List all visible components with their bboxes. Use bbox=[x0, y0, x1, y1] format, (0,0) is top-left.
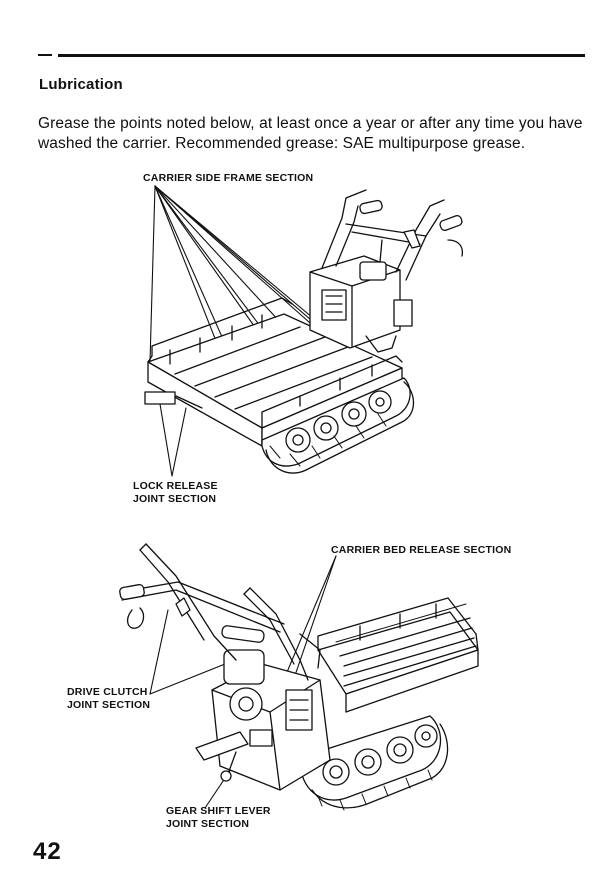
label-gear-shift: GEAR SHIFT LEVER JOINT SECTION bbox=[166, 805, 271, 830]
page-number: 42 bbox=[33, 838, 62, 865]
track-assembly-top bbox=[261, 377, 415, 474]
label-carrier-bed-release: CARRIER BED RELEASE SECTION bbox=[331, 544, 512, 556]
label-lock-release-line1: LOCK RELEASE bbox=[133, 480, 218, 492]
intro-paragraph: Grease the points noted below, at least … bbox=[38, 115, 583, 152]
label-drive-clutch-line2: JOINT SECTION bbox=[67, 698, 151, 711]
engine-bottom bbox=[195, 649, 331, 791]
label-lock-release: LOCK RELEASE JOINT SECTION bbox=[133, 480, 218, 505]
handlebars-bottom bbox=[119, 543, 321, 681]
header-rule-short bbox=[38, 54, 52, 56]
carrier-bed-bottom bbox=[317, 597, 479, 713]
label-carrier-side-frame: CARRIER SIDE FRAME SECTION bbox=[143, 172, 314, 184]
lock-release-leaders bbox=[159, 403, 187, 477]
engine-block-top bbox=[309, 255, 413, 353]
label-drive-clutch: DRIVE CLUTCH JOINT SECTION bbox=[67, 686, 150, 711]
label-gear-shift-line1: GEAR SHIFT LEVER bbox=[166, 805, 271, 817]
handlebars-top bbox=[321, 189, 464, 281]
header-rule bbox=[58, 54, 585, 57]
section-heading: Lubrication bbox=[39, 76, 123, 93]
label-drive-clutch-line1: DRIVE CLUTCH bbox=[67, 686, 148, 698]
label-gear-shift-line2: JOINT SECTION bbox=[166, 817, 250, 830]
track-assembly-bottom bbox=[299, 715, 449, 811]
label-lock-release-line2: JOINT SECTION bbox=[133, 492, 217, 505]
